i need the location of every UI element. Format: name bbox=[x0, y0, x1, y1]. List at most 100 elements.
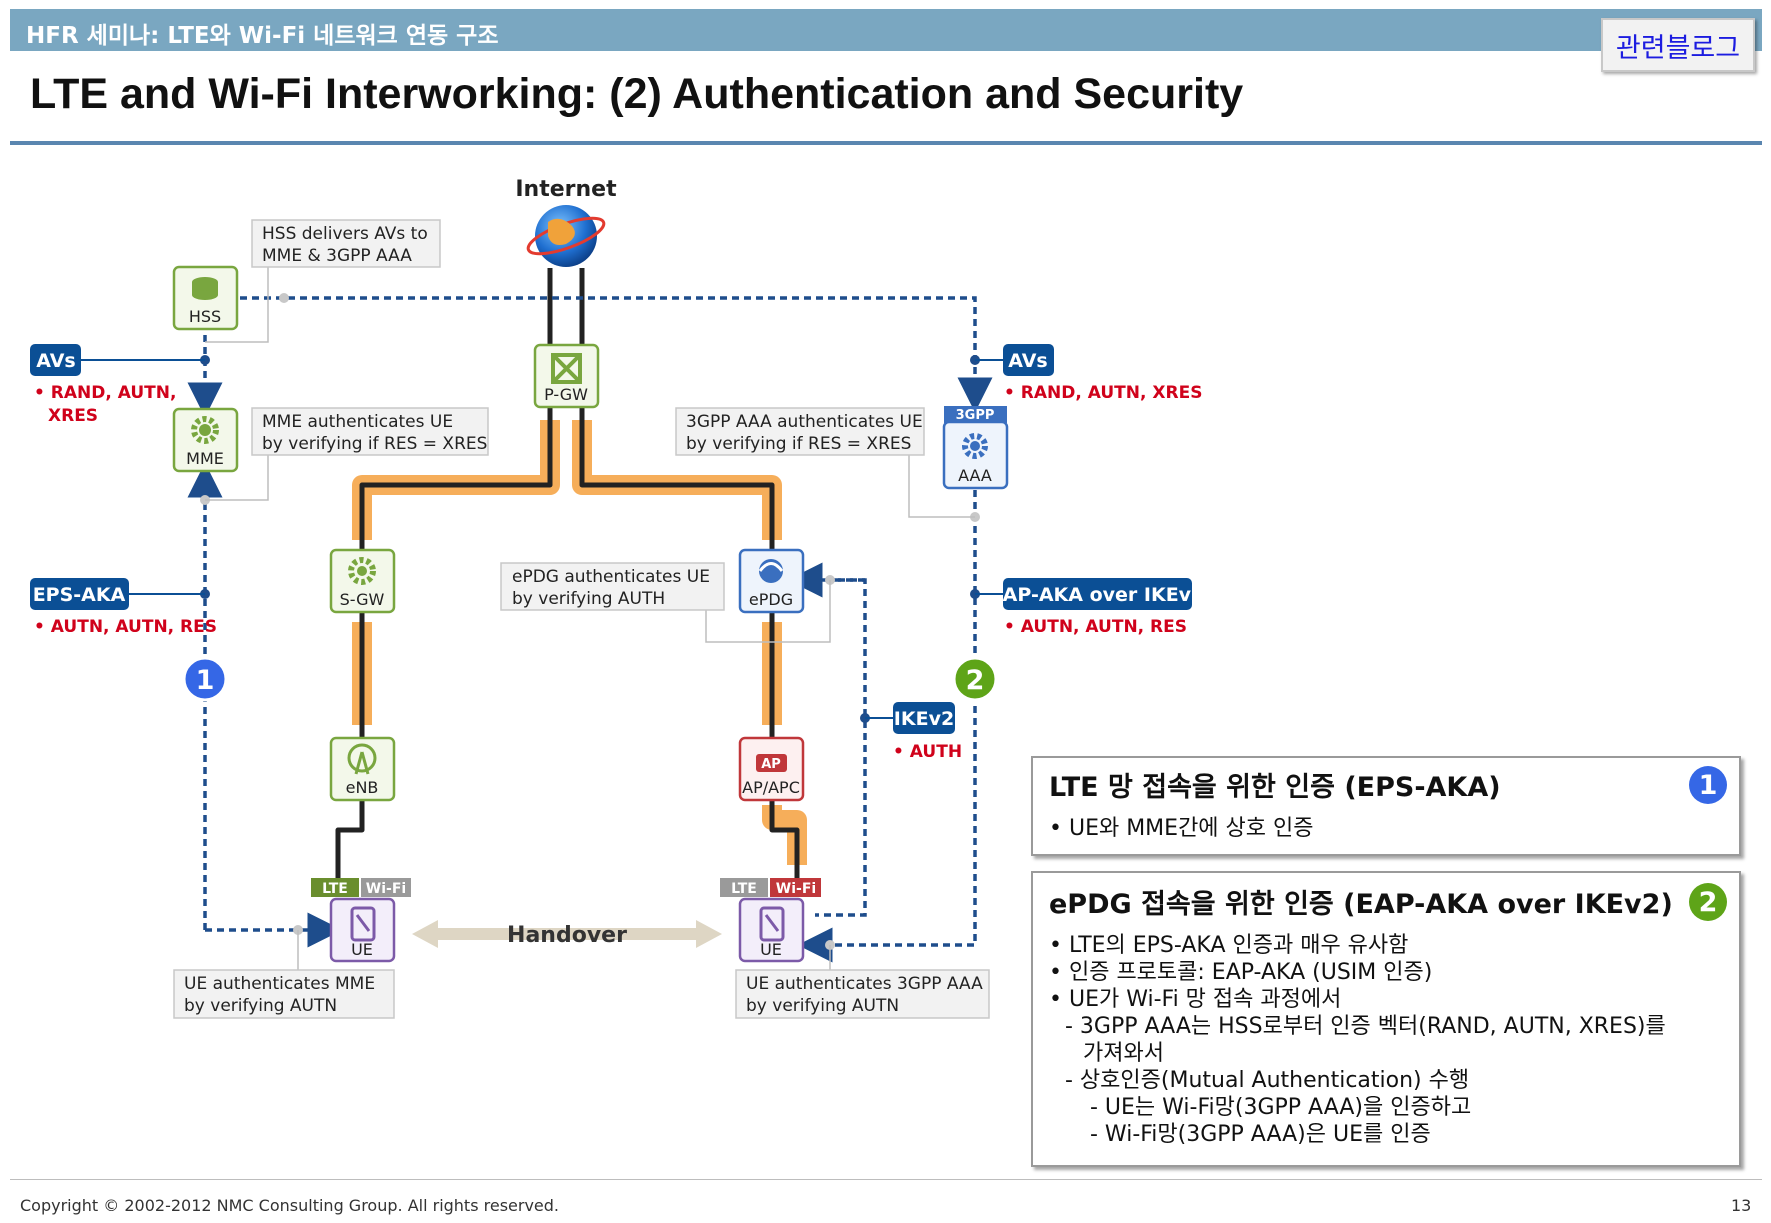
enb-node: eNB bbox=[329, 736, 396, 802]
summary-line: • UE와 MME간에 상호 인증 bbox=[1049, 816, 1314, 841]
footer-divider bbox=[10, 1179, 1762, 1180]
ue-node-wifi: UE bbox=[738, 897, 805, 963]
svg-text:3GPP AAA authenticates UE: 3GPP AAA authenticates UE bbox=[686, 412, 923, 432]
summary-box-eap-aka bbox=[1031, 871, 1741, 1167]
pgw-node: P-GW bbox=[533, 343, 600, 409]
ap-badge bbox=[756, 754, 787, 772]
svg-text:EPS-AKA: EPS-AKA bbox=[33, 584, 126, 606]
globe-icon bbox=[526, 205, 606, 267]
internet-label: Internet bbox=[515, 177, 617, 202]
phone-icon bbox=[759, 906, 785, 942]
copyright-text: Copyright © 2002-2012 NMC Consulting Gro… bbox=[20, 1196, 560, 1215]
svg-text:LTE: LTE bbox=[731, 881, 757, 897]
tag-ikev2: IKEv2 • AUTH bbox=[865, 702, 962, 762]
radio-tags-left: LTE Wi-Fi bbox=[311, 878, 411, 897]
summary-line: • 인증 프로토콜: EAP-AKA (USIM 인증) bbox=[1049, 960, 1433, 985]
summary-title-eap-aka: ePDG 접속을 위한 인증 (EAP-AKA over IKEv2) bbox=[1049, 889, 1673, 920]
svg-text:by verifying if RES = XRES: by verifying if RES = XRES bbox=[262, 434, 487, 454]
summary-badge-1: 1 bbox=[1689, 766, 1727, 804]
svg-text:HSS delivers AVs to: HSS delivers AVs to bbox=[262, 224, 428, 244]
svg-text:IKEv2: IKEv2 bbox=[894, 708, 954, 730]
page-number: 13 bbox=[1731, 1196, 1752, 1215]
summary-line: 가져와서 bbox=[1083, 1041, 1164, 1066]
summary-line: - 3GPP AAA는 HSS로부터 인증 벡터(RAND, AUTN, XRE… bbox=[1065, 1014, 1666, 1039]
ue-node-lte: UE bbox=[329, 897, 396, 963]
callout-ue-wifi: UE authenticates 3GPP AAA by verifying A… bbox=[735, 969, 990, 1019]
callout-ue-lte: UE authenticates MME by verifying AUTN bbox=[173, 969, 395, 1019]
svg-text:3GPP: 3GPP bbox=[956, 408, 995, 423]
svg-text:HSS: HSS bbox=[189, 307, 221, 326]
svg-text:• AUTN, AUTN, RES: • AUTN, AUTN, RES bbox=[34, 617, 217, 637]
svg-text:AAA: AAA bbox=[958, 466, 992, 485]
auth-paths bbox=[187, 296, 993, 963]
svg-text:• AUTH: • AUTH bbox=[893, 742, 962, 762]
section-title: HFR 세미나: LTE와 Wi-Fi 네트워크 연동 구조 bbox=[26, 23, 499, 49]
svg-text:AVs: AVs bbox=[36, 350, 75, 372]
svg-text:S-GW: S-GW bbox=[340, 590, 385, 609]
tag-eap-aka: EAP-AKA over IKEv2 • AUTN, AUTN, RES bbox=[975, 578, 1204, 637]
antenna-icon bbox=[347, 743, 377, 773]
tag-avs-left: AVs • RAND, AUTN, XRES bbox=[30, 344, 205, 426]
header-bar bbox=[10, 9, 1762, 51]
svg-text:eNB: eNB bbox=[346, 778, 379, 797]
svg-text:2: 2 bbox=[966, 665, 985, 696]
svg-text:by verifying if RES = XRES: by verifying if RES = XRES bbox=[686, 434, 911, 454]
callout-mme: MME authenticates UE by verifying if RES… bbox=[251, 407, 489, 456]
summary-line: - 상호인증(Mutual Authentication) 수행 bbox=[1065, 1068, 1470, 1093]
svg-text:UE authenticates MME: UE authenticates MME bbox=[184, 974, 375, 994]
router-icon bbox=[551, 353, 582, 384]
svg-text:• RAND, AUTN,: • RAND, AUTN, bbox=[34, 383, 176, 403]
svg-text:by verifying AUTN: by verifying AUTN bbox=[184, 996, 337, 1016]
svg-text:• RAND, AUTN, XRES: • RAND, AUTN, XRES bbox=[1004, 383, 1202, 403]
summary-title-eps-aka: LTE 망 접속을 위한 인증 (EPS-AKA) bbox=[1049, 772, 1501, 803]
handover-arrow: Handover bbox=[412, 920, 722, 948]
summary-line: • UE가 Wi-Fi 망 접속 과정에서 bbox=[1049, 987, 1342, 1012]
callout-hss: HSS delivers AVs to MME & 3GPP AAA bbox=[251, 219, 441, 268]
summary-box-eps-aka bbox=[1031, 756, 1741, 856]
radio-tags-right: LTE Wi-Fi bbox=[720, 878, 821, 897]
gear-icon bbox=[348, 557, 376, 585]
svg-text:ePDG authenticates UE: ePDG authenticates UE bbox=[512, 567, 710, 587]
aaa-node: 3GPP AAA bbox=[942, 406, 1009, 490]
svg-text:LTE: LTE bbox=[322, 881, 348, 897]
step-badge-1: 1 bbox=[182, 656, 228, 702]
callout-epdg: ePDG authenticates UE by verifying AUTH bbox=[500, 562, 725, 611]
svg-text:Handover: Handover bbox=[507, 923, 627, 948]
related-blog-button[interactable]: 관련블로그 bbox=[1601, 18, 1755, 72]
tag-eps-aka: EPS-AKA • AUTN, AUTN, RES bbox=[30, 578, 217, 637]
svg-text:MME: MME bbox=[186, 449, 224, 468]
title-divider bbox=[10, 141, 1762, 145]
svg-text:AP/APC: AP/APC bbox=[742, 778, 800, 797]
page-title: LTE and Wi-Fi Interworking: (2) Authenti… bbox=[30, 70, 1244, 118]
callout-leaders bbox=[205, 266, 975, 970]
svg-text:UE authenticates 3GPP AAA: UE authenticates 3GPP AAA bbox=[746, 974, 983, 994]
sgw-node: S-GW bbox=[329, 548, 396, 614]
svg-text:by verifying AUTH: by verifying AUTH bbox=[512, 589, 665, 609]
svg-text:AVs: AVs bbox=[1008, 350, 1047, 372]
gear-icon bbox=[191, 416, 219, 444]
summary-line: • LTE의 EPS-AKA 인증과 매우 유사함 bbox=[1049, 933, 1409, 958]
summary-line: - UE는 Wi-Fi망(3GPP AAA)을 인증하고 bbox=[1090, 1095, 1472, 1120]
svg-text:XRES: XRES bbox=[48, 406, 98, 426]
svg-text:• AUTN, AUTN, RES: • AUTN, AUTN, RES bbox=[1004, 617, 1187, 637]
svg-text:MME authenticates UE: MME authenticates UE bbox=[262, 412, 453, 432]
svg-text:UE: UE bbox=[351, 940, 373, 959]
3gpp-badge bbox=[944, 406, 1007, 423]
hss-node: HSS bbox=[172, 265, 239, 331]
svg-text:AP: AP bbox=[761, 757, 781, 772]
svg-text:MME & 3GPP AAA: MME & 3GPP AAA bbox=[262, 246, 412, 266]
summary-badge-2: 2 bbox=[1689, 883, 1727, 921]
tag-avs-right: AVs • RAND, AUTN, XRES bbox=[975, 344, 1202, 403]
step-badge-2: 2 bbox=[952, 656, 998, 702]
ap-node: AP AP/APC bbox=[738, 736, 805, 802]
svg-text:Wi-Fi: Wi-Fi bbox=[366, 881, 406, 897]
svg-text:by verifying AUTN: by verifying AUTN bbox=[746, 996, 899, 1016]
svg-text:P-GW: P-GW bbox=[544, 385, 588, 404]
epdg-node: ePDG bbox=[738, 548, 805, 614]
link-lines bbox=[335, 268, 800, 880]
gear-icon bbox=[962, 433, 988, 459]
mme-node: MME bbox=[172, 407, 239, 473]
summary-line: - Wi-Fi망(3GPP AAA)은 UE를 인증 bbox=[1090, 1122, 1431, 1147]
svg-text:ePDG: ePDG bbox=[749, 590, 793, 609]
